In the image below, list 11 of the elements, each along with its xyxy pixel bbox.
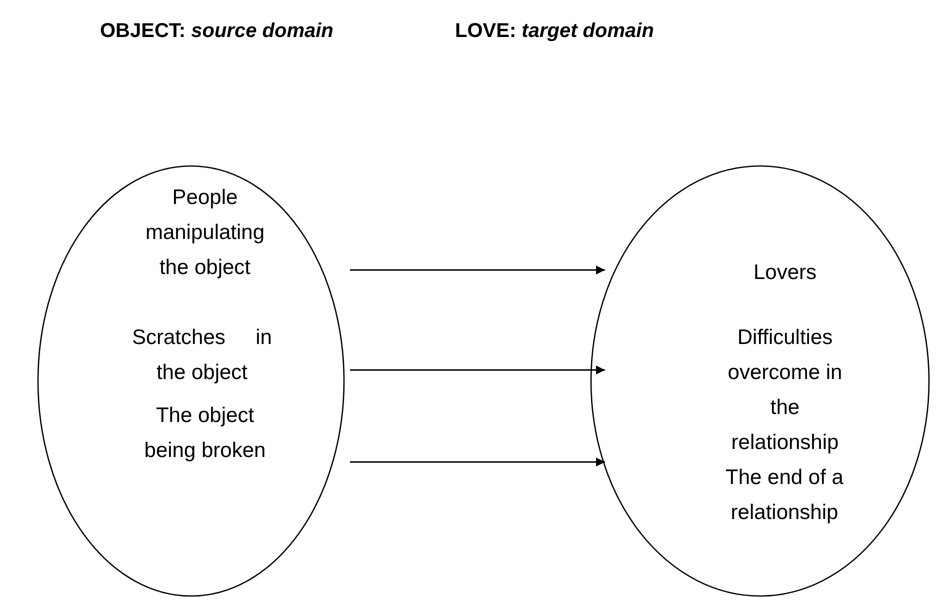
arrow — [350, 458, 605, 466]
domain-heading: OBJECT: source domain — [100, 20, 334, 43]
mapping-text: The object being broken — [130, 398, 280, 468]
arrow — [350, 266, 605, 274]
mapping-text: Lovers — [710, 255, 860, 290]
mapping-text: Difficulties overcome in the relationship — [719, 320, 851, 460]
domain-heading: LOVE: target domain — [455, 20, 654, 43]
arrow — [350, 366, 605, 374]
mapping-text: People manipulating the object — [130, 180, 280, 285]
mapping-text: Scratches in the object — [132, 320, 272, 390]
mapping-text: The end of a relationship — [712, 460, 857, 530]
